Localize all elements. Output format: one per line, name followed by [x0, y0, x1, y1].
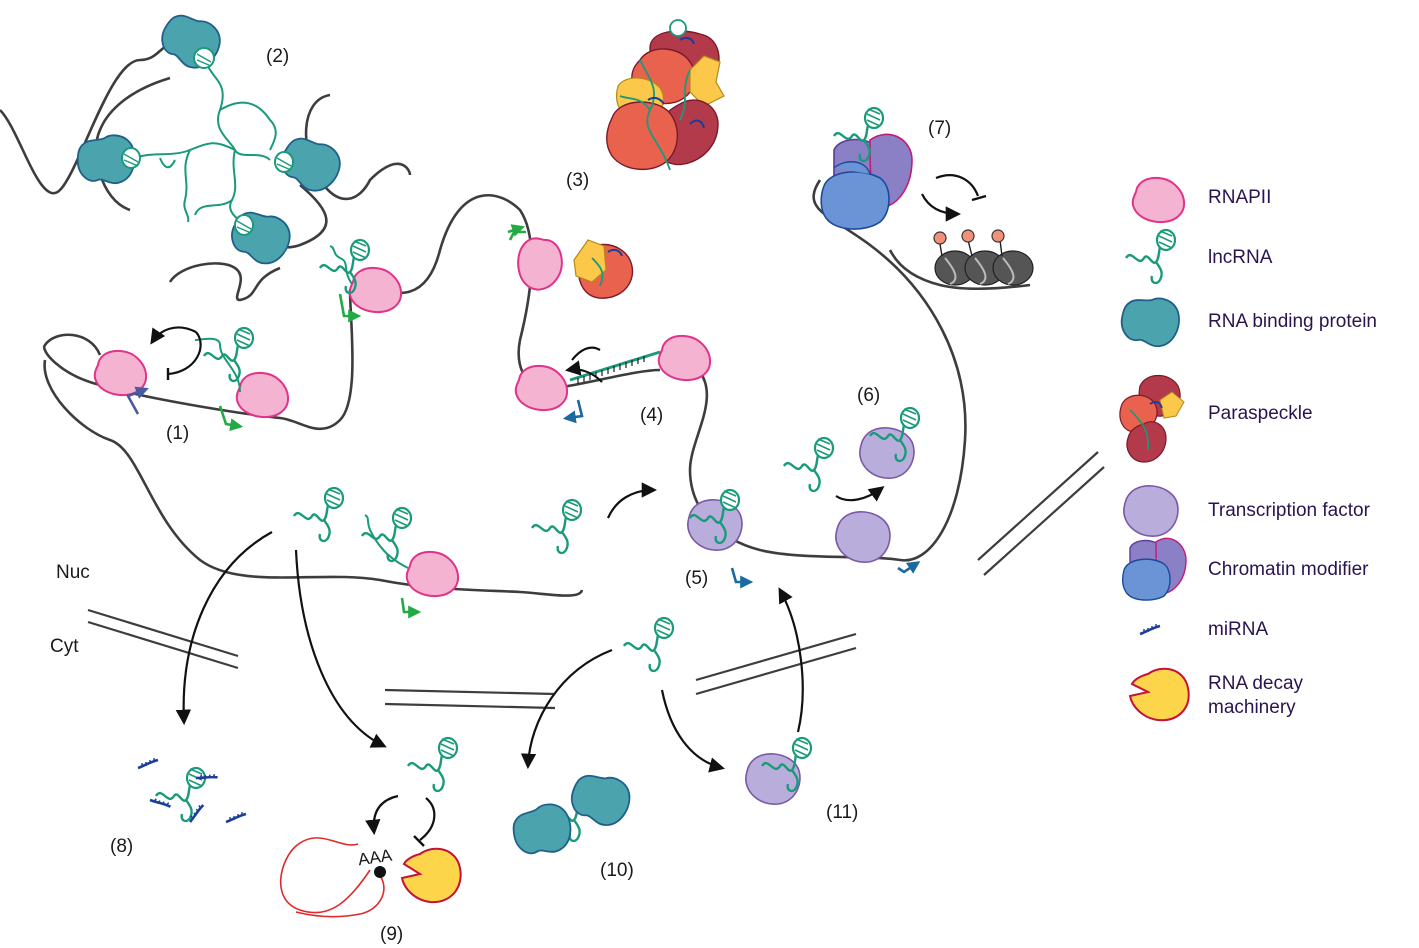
rnapii-4-right [657, 334, 712, 382]
label-11: (11) [826, 802, 859, 823]
process-arrows [150, 174, 987, 847]
label-cytoplasm: Cyt [50, 636, 79, 657]
rbp-sequestration-10 [506, 770, 634, 865]
tf-6-bound [835, 511, 891, 563]
transcription-factor-icon [1123, 485, 1179, 537]
mrna-decay-9 [279, 837, 462, 918]
label-2: (2) [266, 46, 290, 67]
rna-duplex-4 [577, 356, 645, 384]
paraspeckle-3 [606, 19, 725, 171]
rbp-network-2 [73, 8, 347, 270]
paraspeckle-icon [1119, 374, 1185, 463]
rnapii-1a [93, 349, 148, 397]
label-7: (7) [928, 118, 952, 139]
lncrna-nuc-3 [530, 498, 583, 555]
label-6: (6) [857, 385, 881, 406]
rnapii-lower [405, 550, 460, 598]
legend-label-lncrna: lncRNA [1208, 247, 1273, 268]
rnapii-4-top [512, 233, 568, 294]
legend-label-rnapii: RNAPII [1208, 187, 1272, 208]
rnapii-upper [348, 266, 403, 314]
rna-decay-machinery-icon [1128, 667, 1190, 722]
mirna-icon [1138, 622, 1162, 636]
legend-label-transcription-factor: Transcription factor [1208, 500, 1370, 521]
rnapii-4-left [514, 364, 569, 412]
label-3: (3) [566, 170, 590, 191]
label-1: (1) [166, 423, 190, 444]
nuclear-envelope [87, 451, 1105, 710]
label-nucleus: Nuc [56, 562, 90, 583]
label-10: (10) [600, 860, 634, 881]
tf-11 [745, 753, 801, 805]
label-4: (4) [640, 405, 664, 426]
rnapii-1b [235, 371, 290, 419]
chromatin-modifier-icon [1121, 537, 1187, 601]
nucleosomes-7 [933, 229, 1034, 286]
legend-icons [1119, 176, 1190, 722]
legend-label-rna-decay-machinery: RNA decay machinery [1208, 673, 1304, 718]
label-9: (9) [380, 924, 404, 945]
lncrna-cyt [622, 616, 675, 673]
legend-label-mirna: miRNA [1208, 619, 1269, 640]
chromatin-modifier-7 [820, 133, 913, 230]
lncrna-icon [1124, 228, 1177, 285]
legend-label-chromatin-modifier: Chromatin modifier [1208, 559, 1369, 580]
label-5: (5) [685, 568, 709, 589]
lncrna-1 [202, 326, 255, 383]
lncrna-6-free [782, 436, 835, 493]
legend-label-paraspeckle: Paraspeckle [1208, 403, 1313, 424]
lncrna-9 [406, 736, 459, 793]
paraspeckle-near-4 [573, 239, 634, 299]
rna-binding-protein-icon [1120, 297, 1180, 348]
legend-label-rna-binding-protein: RNA binding protein [1208, 311, 1377, 332]
label-8: (8) [110, 836, 134, 857]
rnapii-icon [1131, 176, 1186, 224]
promoter-arrows [126, 224, 921, 619]
lncrna-nuc-1 [292, 486, 345, 543]
